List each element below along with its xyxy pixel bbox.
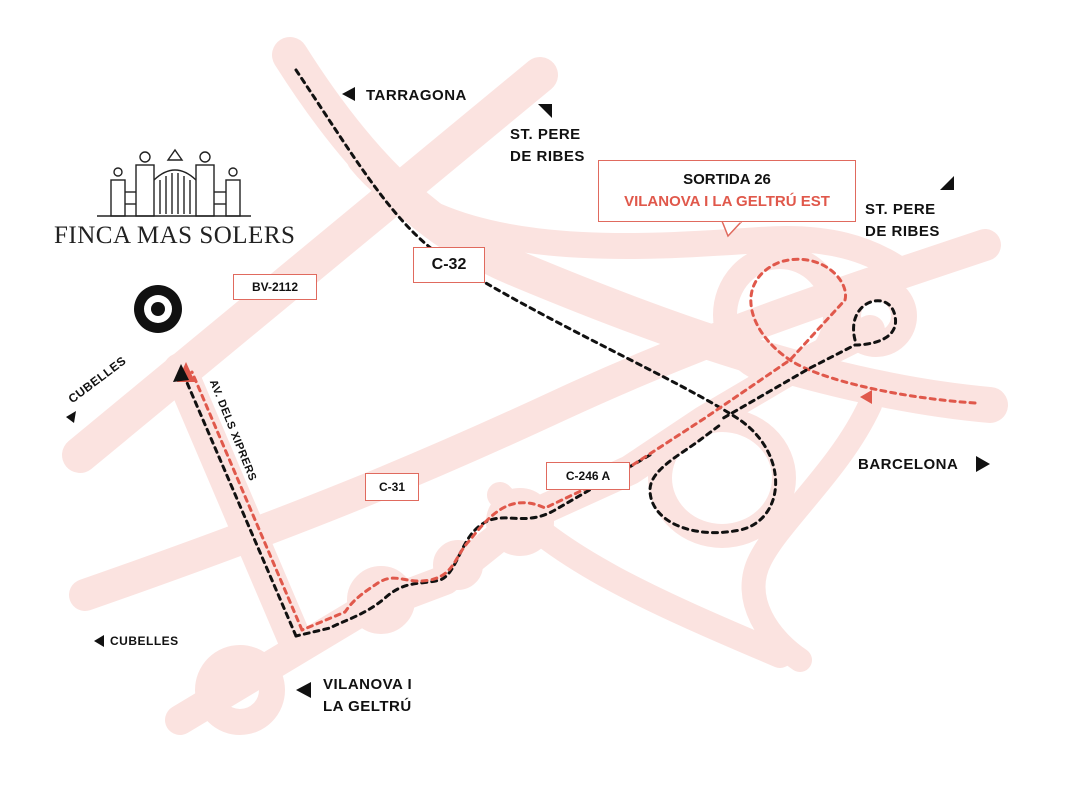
arrow-barcelona-icon bbox=[976, 456, 990, 472]
road-label-c246a: C-246 A bbox=[546, 462, 630, 490]
arrow-vilanova-icon bbox=[296, 682, 311, 698]
arrow-black-up bbox=[173, 364, 189, 382]
route-black-connector bbox=[294, 453, 652, 638]
arrow-cubelles-2-icon bbox=[94, 635, 104, 647]
route-red-xiprers bbox=[190, 370, 304, 632]
route-red-connector bbox=[300, 468, 627, 632]
loop-upper bbox=[713, 245, 847, 385]
exit-destination: VILANOVA I LA GELTRÚ EST bbox=[624, 193, 830, 210]
road-label-c32: C-32 bbox=[413, 247, 485, 283]
loop-large bbox=[648, 408, 796, 548]
roundabout-east bbox=[835, 275, 917, 357]
route-black-xiprers bbox=[183, 376, 298, 638]
gate-icon bbox=[97, 148, 251, 217]
venue-name: FINCA MAS SOLERS bbox=[54, 222, 296, 249]
dest-tarragona: TARRAGONA bbox=[366, 87, 467, 104]
dest-st-pere-2: ST. PERE DE RIBES bbox=[865, 199, 940, 243]
roundabout-3 bbox=[486, 488, 554, 556]
arrow-red-right bbox=[860, 390, 872, 404]
dest-st-pere-1: ST. PERE DE RIBES bbox=[510, 124, 585, 168]
road-av-xiprers bbox=[163, 353, 312, 657]
exit-number: SORTIDA 26 bbox=[683, 171, 771, 188]
route-black-c32 bbox=[294, 68, 778, 535]
dest-vilanova-line2: LA GELTRÚ bbox=[323, 698, 412, 715]
arrow-st-pere-2-icon bbox=[940, 176, 954, 190]
direction-arrows bbox=[66, 87, 990, 698]
dest-cubelles-2: CUBELLES bbox=[110, 634, 179, 648]
road-bv2112 bbox=[62, 57, 558, 473]
road-label-bv2112: BV-2112 bbox=[233, 274, 317, 300]
road-east-link bbox=[741, 393, 882, 672]
road-ramp-upper bbox=[347, 147, 913, 283]
exit-callout: SORTIDA 26 VILANOVA I LA GELTRÚ EST bbox=[598, 160, 856, 222]
roundabout-vilanova bbox=[195, 645, 285, 735]
dest-st-pere-2-line2: DE RIBES bbox=[865, 223, 940, 240]
venue-marker-icon bbox=[134, 285, 182, 333]
road-label-c31: C-31 bbox=[365, 473, 419, 501]
dest-st-pere-1-line1: ST. PERE bbox=[510, 126, 581, 143]
arrow-cubelles-1-icon bbox=[66, 411, 76, 423]
route-arrowheads bbox=[173, 362, 872, 404]
dest-vilanova: VILANOVA I LA GELTRÚ bbox=[323, 674, 412, 718]
arrow-tarragona-icon bbox=[342, 87, 355, 101]
route-red-main bbox=[623, 257, 977, 472]
route-black-east bbox=[718, 299, 897, 422]
dest-st-pere-1-line2: DE RIBES bbox=[510, 148, 585, 165]
roundabout-2 bbox=[433, 540, 483, 590]
roundabout-1 bbox=[347, 566, 415, 634]
dest-st-pere-2-line1: ST. PERE bbox=[865, 201, 936, 218]
dest-vilanova-line1: VILANOVA I bbox=[323, 676, 413, 693]
arrow-st-pere-1-icon bbox=[538, 104, 552, 118]
dest-barcelona: BARCELONA bbox=[858, 456, 959, 473]
